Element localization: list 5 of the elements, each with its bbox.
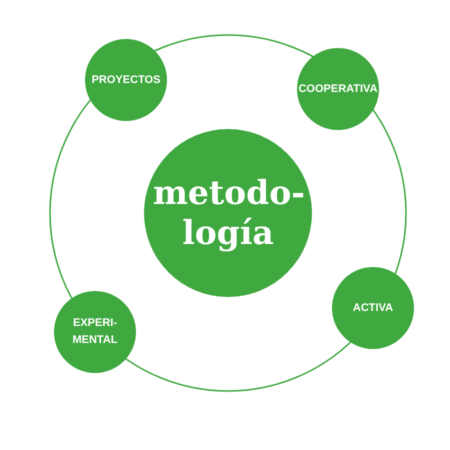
topic-label: ACTIVA bbox=[352, 300, 394, 316]
topic-label: EXPERI- MENTAL bbox=[71, 316, 118, 348]
topic-label: metodo- logía bbox=[153, 173, 303, 253]
topic-label: PROYECTOS bbox=[90, 72, 162, 88]
topic-label: COOPERATIVA bbox=[298, 82, 378, 96]
